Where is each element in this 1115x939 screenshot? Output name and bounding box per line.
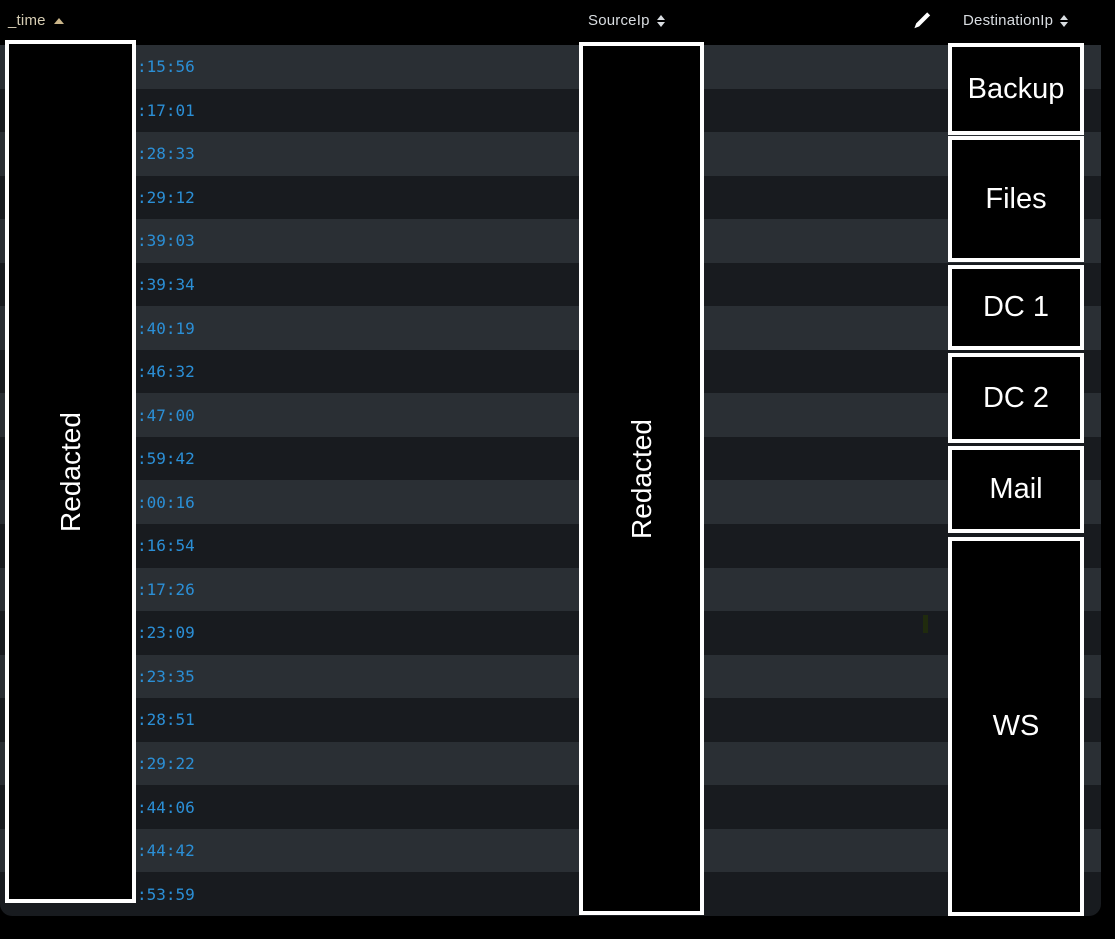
time-cell[interactable]: :53:59: [137, 884, 195, 904]
time-cell[interactable]: :17:26: [137, 579, 195, 599]
destination-group-label: Backup: [967, 72, 1065, 105]
time-cell[interactable]: :47:00: [137, 405, 195, 425]
table-body: :15:56 :17:01 :28:33 :29:12 :39:03 :39:34 :40:…: [0, 45, 1101, 916]
table-row: :17:01: [0, 88, 1101, 133]
table-row: :44:06: [0, 785, 1101, 829]
table-row: :16:54: [0, 524, 1101, 568]
time-cell[interactable]: :17:01: [137, 100, 195, 120]
time-cell[interactable]: :44:42: [137, 841, 195, 861]
table-row: :47:00: [0, 393, 1101, 437]
table-row: :53:59: [0, 872, 1101, 916]
destination-group-label: WS: [992, 710, 1040, 742]
destination-group-box: Files: [948, 136, 1084, 262]
table-row: :23:35: [0, 654, 1101, 699]
cursor-artifact: [923, 615, 928, 633]
redaction-box-sourceip-column: Redacted: [579, 42, 704, 915]
destination-group-box: DC 1: [948, 265, 1084, 350]
time-cell[interactable]: :00:16: [137, 492, 195, 512]
edit-pencil-icon[interactable]: [911, 10, 933, 32]
time-cell[interactable]: :28:51: [137, 710, 195, 730]
destination-group-label: DC 2: [982, 381, 1050, 414]
sort-ascending-icon: [53, 17, 64, 24]
sort-arrows-icon: [656, 14, 665, 27]
time-cell[interactable]: :23:35: [137, 666, 195, 686]
table-row: :46:32: [0, 349, 1101, 394]
column-header-destinationip[interactable]: DestinationIp: [963, 12, 1069, 29]
redaction-label: Redacted: [54, 411, 86, 532]
time-cell[interactable]: :46:32: [137, 362, 195, 382]
destination-group-label: Mail: [989, 473, 1043, 505]
table-row: :28:51: [0, 698, 1101, 742]
time-cell[interactable]: :40:19: [137, 318, 195, 338]
time-cell[interactable]: :23:09: [137, 623, 195, 643]
table-row: :40:19: [0, 306, 1101, 350]
column-label-sourceip: SourceIp: [588, 12, 650, 29]
table-row: :23:09: [0, 611, 1101, 655]
destination-group-box: Backup: [948, 43, 1084, 135]
table-row: :39:03: [0, 219, 1101, 263]
time-cell[interactable]: :28:33: [137, 144, 195, 164]
column-header-sourceip[interactable]: SourceIp: [588, 12, 665, 29]
table-row: :00:16: [0, 480, 1101, 525]
table-row: :29:12: [0, 175, 1101, 220]
time-cell[interactable]: :29:22: [137, 754, 195, 774]
destination-group-label: Files: [985, 182, 1047, 215]
time-cell[interactable]: :44:06: [137, 797, 195, 817]
table-row: :44:42: [0, 828, 1101, 873]
destination-group-box: DC 2: [948, 353, 1084, 443]
time-cell[interactable]: :59:42: [137, 449, 195, 469]
time-cell[interactable]: :16:54: [137, 536, 195, 556]
redaction-label: Redacted: [625, 418, 657, 539]
column-header-time[interactable]: _time: [8, 12, 64, 29]
table-row: :39:34: [0, 262, 1101, 307]
time-cell[interactable]: :39:03: [137, 231, 195, 251]
column-label-destinationip: DestinationIp: [963, 12, 1054, 29]
sort-arrows-icon: [1060, 14, 1069, 27]
destination-group-box: WS: [948, 537, 1084, 916]
table-row: :59:42: [0, 436, 1101, 481]
time-cell[interactable]: :15:56: [137, 57, 195, 77]
table-row: :29:22: [0, 741, 1101, 786]
table-header: _time SourceIp DestinationIp: [0, 0, 1115, 45]
table-row: :28:33: [0, 132, 1101, 176]
time-cell[interactable]: :29:12: [137, 187, 195, 207]
destination-group-label: DC 1: [982, 291, 1050, 323]
column-label-time: _time: [8, 12, 46, 29]
destination-group-box: Mail: [948, 446, 1084, 533]
time-cell[interactable]: :39:34: [137, 275, 195, 294]
redaction-box-time-column: Redacted: [5, 40, 136, 903]
table-row: :17:26: [0, 567, 1101, 612]
table-row: :15:56: [0, 45, 1101, 89]
